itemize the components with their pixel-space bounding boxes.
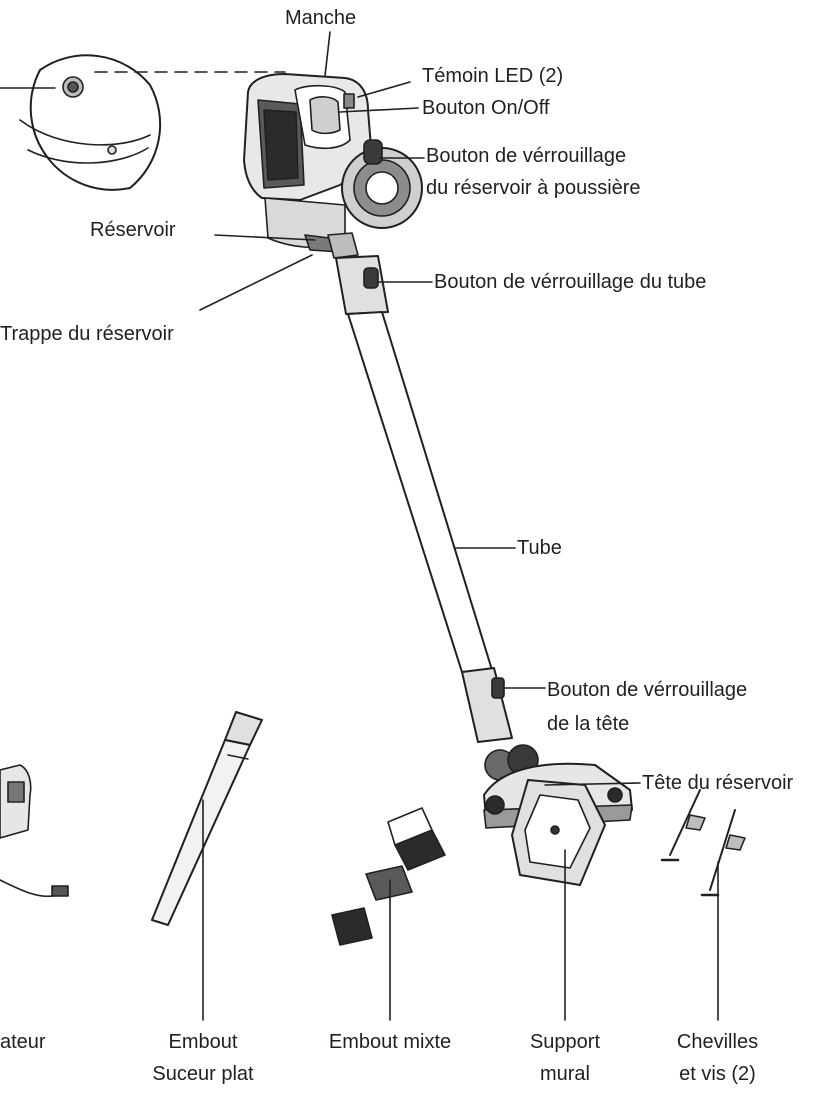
label-embout-mixte: Embout mixte <box>328 1031 452 1053</box>
label-manche: Manche <box>285 7 357 29</box>
label-trappe: Trappe du réservoir <box>0 323 174 345</box>
vacuum-tube <box>327 232 513 743</box>
leader-lines <box>199 31 641 786</box>
label-bouton-onoff: Bouton On/Off <box>422 97 550 119</box>
label-adaptateur: ateur <box>0 1031 46 1053</box>
charger-adapter <box>0 764 69 898</box>
label-chevilles-line2: et vis (2) <box>679 1063 756 1085</box>
vacuum-body <box>243 73 423 253</box>
label-temoin-led: Témoin LED (2) <box>422 65 564 87</box>
crevice-tool <box>151 711 263 1021</box>
label-verrou-tete-line1: Bouton de vérrouillage <box>547 679 748 701</box>
combination-brush <box>331 807 446 1021</box>
label-verrou-reservoir-line1: Bouton de vérrouillage <box>426 145 627 167</box>
label-support-line2: mural <box>539 1063 590 1085</box>
wall-plugs-screws <box>660 789 746 1021</box>
label-verrou-tube: Bouton de vérrouillage du tube <box>434 271 707 293</box>
label-support-line1: Support <box>529 1031 601 1053</box>
label-chevilles-line1: Chevilles <box>676 1031 759 1053</box>
wall-bracket <box>511 779 606 1021</box>
label-reservoir: Réservoir <box>90 219 176 241</box>
label-verrou-tete-line2: de la tête <box>547 713 630 735</box>
label-embout-line2: Suceur plat <box>152 1063 254 1085</box>
label-tube: Tube <box>517 537 562 559</box>
label-tete: Tête du réservoir <box>642 772 794 794</box>
label-verrou-reservoir-line2: du réservoir à poussière <box>426 177 641 199</box>
led-detail-inset <box>0 54 162 191</box>
label-embout-line1: Embout <box>168 1031 238 1053</box>
